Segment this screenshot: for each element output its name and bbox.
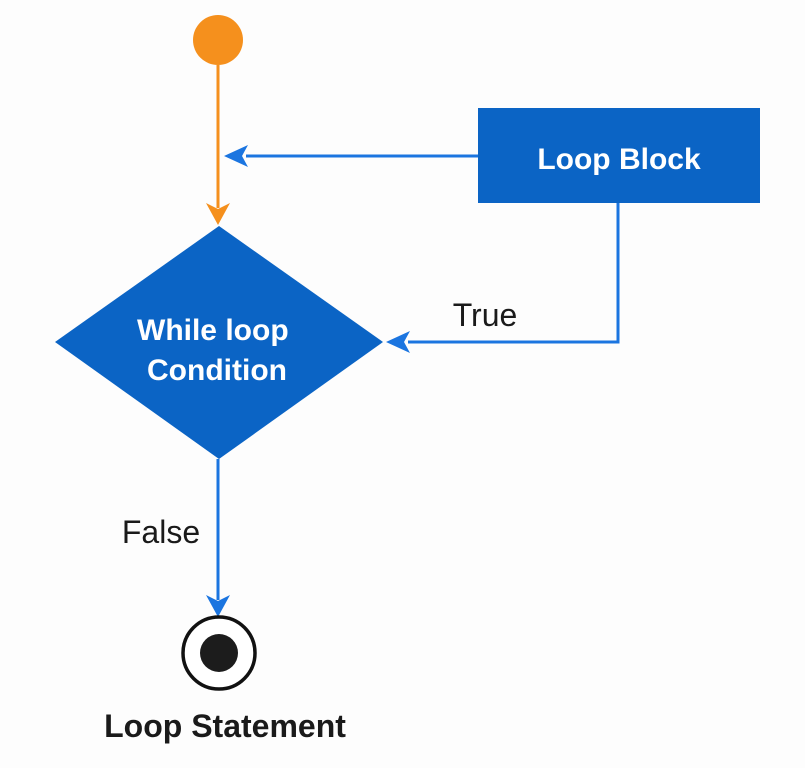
condition-label-line1: While loop (137, 314, 289, 347)
condition-label: While loop Condition (137, 314, 297, 387)
condition-node (55, 226, 383, 459)
start-node (193, 15, 243, 65)
loop-block-node (478, 108, 760, 203)
true-branch-edge (408, 203, 620, 344)
end-node-dot (200, 634, 238, 672)
false-branch-label: False (122, 514, 200, 550)
start-to-condition-arrowhead (206, 203, 230, 225)
condition-label-line2: Condition (147, 354, 287, 387)
true-branch-label: True (453, 297, 518, 333)
end-node-label: Loop Statement (104, 708, 346, 744)
true-branch-arrowhead (386, 331, 410, 353)
loop-block-label: Loop Block (537, 143, 701, 176)
false-branch-arrowhead (206, 595, 230, 617)
loopblock-to-flow-arrowhead (224, 145, 248, 167)
